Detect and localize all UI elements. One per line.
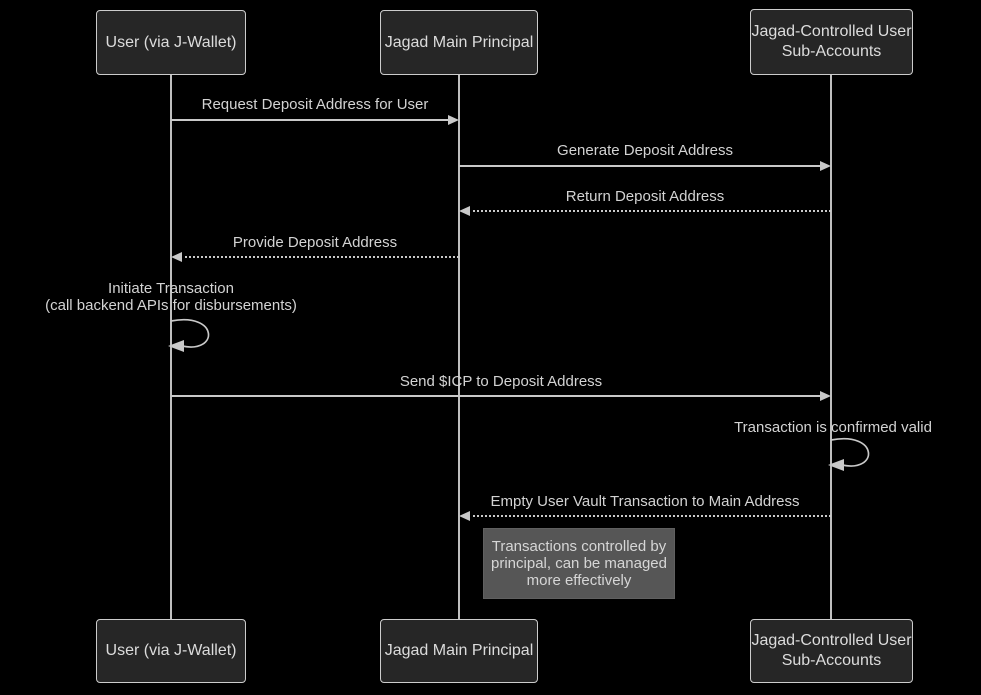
message-label: Provide Deposit Address bbox=[232, 234, 398, 251]
note-box: Transactions controlled by principal, ca… bbox=[483, 528, 675, 599]
message-line bbox=[180, 256, 459, 258]
message-label: Initiate Transaction (call backend APIs … bbox=[45, 280, 297, 314]
arrowhead-left-icon bbox=[171, 252, 182, 262]
lifeline-subaccounts bbox=[830, 75, 832, 619]
actor-top-principal: Jagad Main Principal bbox=[380, 10, 538, 75]
self-loop-arrow-icon bbox=[828, 437, 870, 471]
message-line bbox=[468, 210, 831, 212]
message-label: Send $ICP to Deposit Address bbox=[399, 373, 603, 390]
actor-top-user: User (via J-Wallet) bbox=[96, 10, 246, 75]
actor-bottom-principal: Jagad Main Principal bbox=[380, 619, 538, 683]
arrowhead-right-icon bbox=[820, 161, 831, 171]
arrowhead-right-icon bbox=[448, 115, 459, 125]
message-line bbox=[171, 395, 823, 397]
message-line bbox=[468, 515, 831, 517]
self-loop-arrow-icon bbox=[168, 318, 210, 352]
arrowhead-left-icon bbox=[459, 511, 470, 521]
actor-top-subaccounts: Jagad-Controlled User Sub-Accounts bbox=[750, 9, 913, 75]
message-line bbox=[171, 119, 451, 121]
message-label: Empty User Vault Transaction to Main Add… bbox=[490, 493, 800, 510]
arrowhead-left-icon bbox=[459, 206, 470, 216]
message-label: Request Deposit Address for User bbox=[201, 96, 429, 113]
actor-bottom-user: User (via J-Wallet) bbox=[96, 619, 246, 683]
message-label: Transaction is confirmed valid bbox=[734, 419, 932, 436]
lifeline-principal bbox=[458, 75, 460, 619]
actor-bottom-subaccounts: Jagad-Controlled User Sub-Accounts bbox=[750, 619, 913, 683]
message-label: Return Deposit Address bbox=[565, 188, 725, 205]
message-line bbox=[459, 165, 823, 167]
arrowhead-right-icon bbox=[820, 391, 831, 401]
message-label: Generate Deposit Address bbox=[557, 142, 733, 159]
